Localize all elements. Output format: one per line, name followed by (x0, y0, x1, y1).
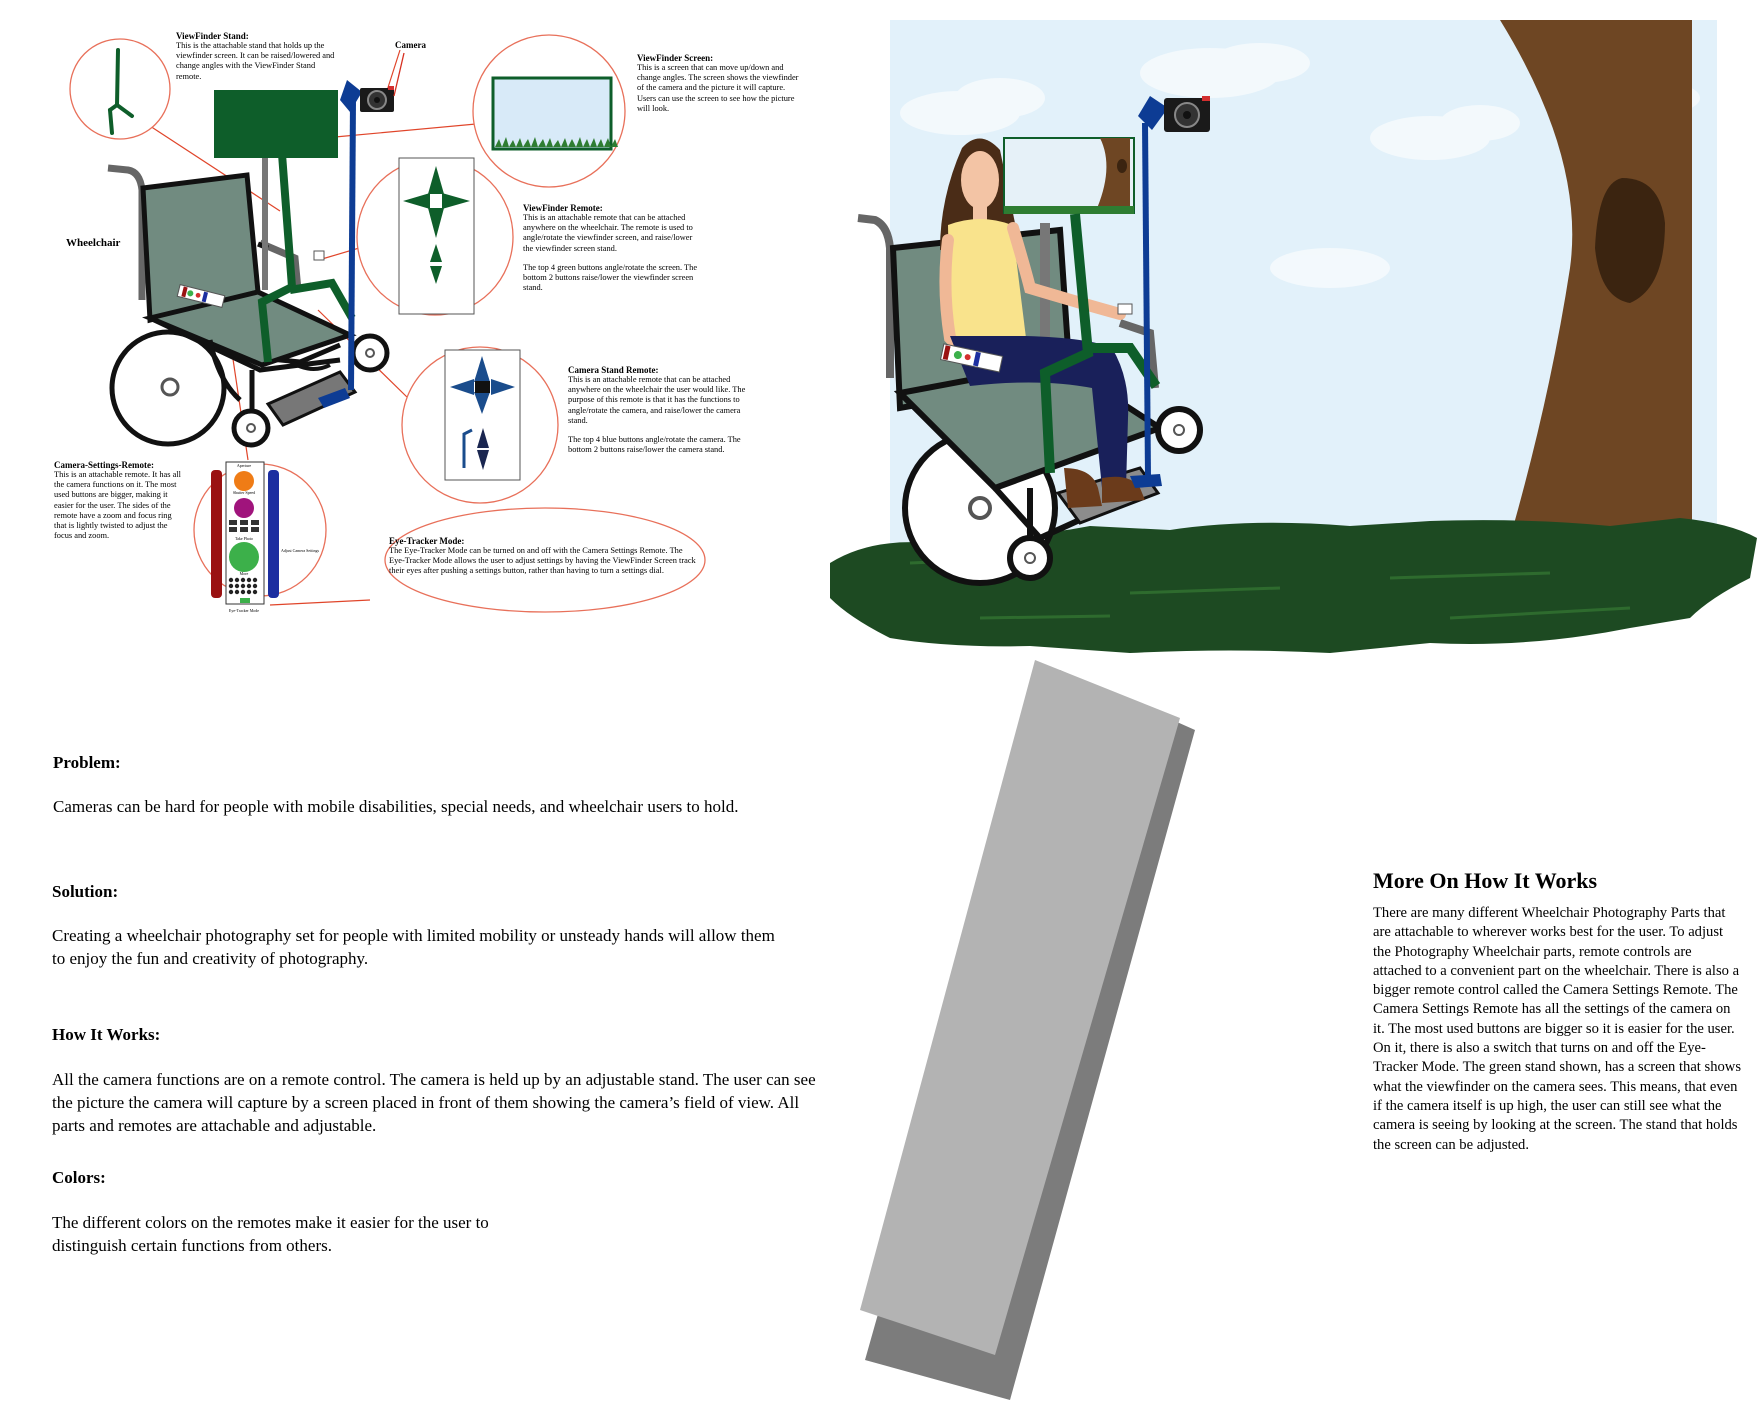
viewfinder-remote-title: ViewFinder Remote: (523, 203, 603, 213)
screen-detail-icon (491, 76, 618, 151)
wheelchair-diagram: Aperture Shutter Speed Take Photo More A… (69, 34, 706, 613)
viewfinder-remote-body: This is an attachable remote that can be… (523, 213, 693, 253)
solution-heading: Solution: (52, 882, 119, 901)
camera-stand-remote-body: This is an attachable remote that can be… (568, 375, 746, 425)
camera-stand-remote-callout: Camera Stand Remote: This is an attachab… (568, 365, 748, 455)
colors-heading: Colors: (52, 1168, 106, 1187)
wheelchair-label: Wheelchair (66, 237, 121, 249)
shutter-label: Shutter Speed (233, 490, 255, 495)
camera-settings-remote-callout: Camera-Settings-Remote: This is an attac… (54, 460, 184, 541)
take-photo-label: Take Photo (235, 536, 253, 541)
aperture-label: Aperture (237, 463, 251, 468)
scene-viewfinder-stand (1003, 137, 1161, 474)
camera-stand-remote-icon (444, 349, 521, 481)
stand-detail-icon (108, 48, 134, 135)
eye-tracker-label: Eye-Tracker Mode (229, 608, 259, 613)
person (939, 138, 1145, 508)
camera-stand-remote-body2: The top 4 blue buttons angle/rotate the … (568, 435, 741, 455)
stand-detail-circle (69, 38, 171, 140)
ramp-top (860, 660, 1180, 1355)
diagram-wheelchair (107, 80, 394, 448)
camera-settings-remote-body: This is an attachable remote. It has all… (54, 470, 181, 541)
camera-label: Camera (395, 40, 426, 50)
camera-stand-remote-title: Camera Stand Remote: (568, 365, 659, 375)
viewfinder-screen-body: This is a screen that can move up/down a… (637, 63, 799, 113)
how-text: All the camera functions are on a remote… (52, 1070, 816, 1135)
tree-trunk (1500, 20, 1692, 538)
colors-text: The different colors on the remotes make… (52, 1213, 489, 1255)
viewfinder-remote-icon (398, 157, 475, 315)
viewfinder-stand-callout: ViewFinder Stand: This is the attachable… (176, 31, 336, 82)
scene-illustration (830, 20, 1757, 653)
viewfinder-remote-body2: The top 4 green buttons angle/rotate the… (523, 262, 698, 293)
eye-tracker-callout: Eye-Tracker Mode: The Eye-Tracker Mode c… (389, 536, 699, 577)
how-heading: How It Works: (52, 1025, 161, 1044)
scene-camera-stand (1130, 96, 1210, 488)
more-heading: More On How It Works (1373, 868, 1598, 893)
viewfinder-remote-callout: ViewFinder Remote: This is an attachable… (523, 203, 703, 293)
problem-text: Cameras can be hard for people with mobi… (53, 797, 739, 816)
more-label: More (240, 571, 249, 576)
viewfinder-screen-callout: ViewFinder Screen: This is a screen that… (637, 53, 803, 114)
scene-settings-remote (939, 343, 1004, 373)
eye-tracker-body: The Eye-Tracker Mode can be turned on an… (389, 546, 696, 576)
grass (830, 518, 1757, 653)
problem-heading: Problem: (53, 753, 121, 772)
camera-settings-remote-title: Camera-Settings-Remote: (54, 460, 154, 470)
ramp (860, 660, 1195, 1400)
adjust-label: Adjust Camera Settings (281, 548, 319, 553)
viewfinder-screen-title: ViewFinder Screen: (637, 53, 714, 63)
tree-knot (1595, 178, 1665, 303)
eye-tracker-ellipse (384, 507, 706, 613)
viewfinder-stand-title: ViewFinder Stand: (176, 31, 249, 41)
camera-settings-remote-icon: Aperture Shutter Speed Take Photo More A… (211, 461, 319, 613)
eye-tracker-title: Eye-Tracker Mode: (389, 536, 465, 546)
more-text: There are many different Wheelchair Phot… (1373, 905, 1742, 1153)
viewfinder-stand-body: This is the attachable stand that holds … (176, 41, 335, 81)
solution-text: Creating a wheelchair photography set fo… (52, 926, 775, 968)
